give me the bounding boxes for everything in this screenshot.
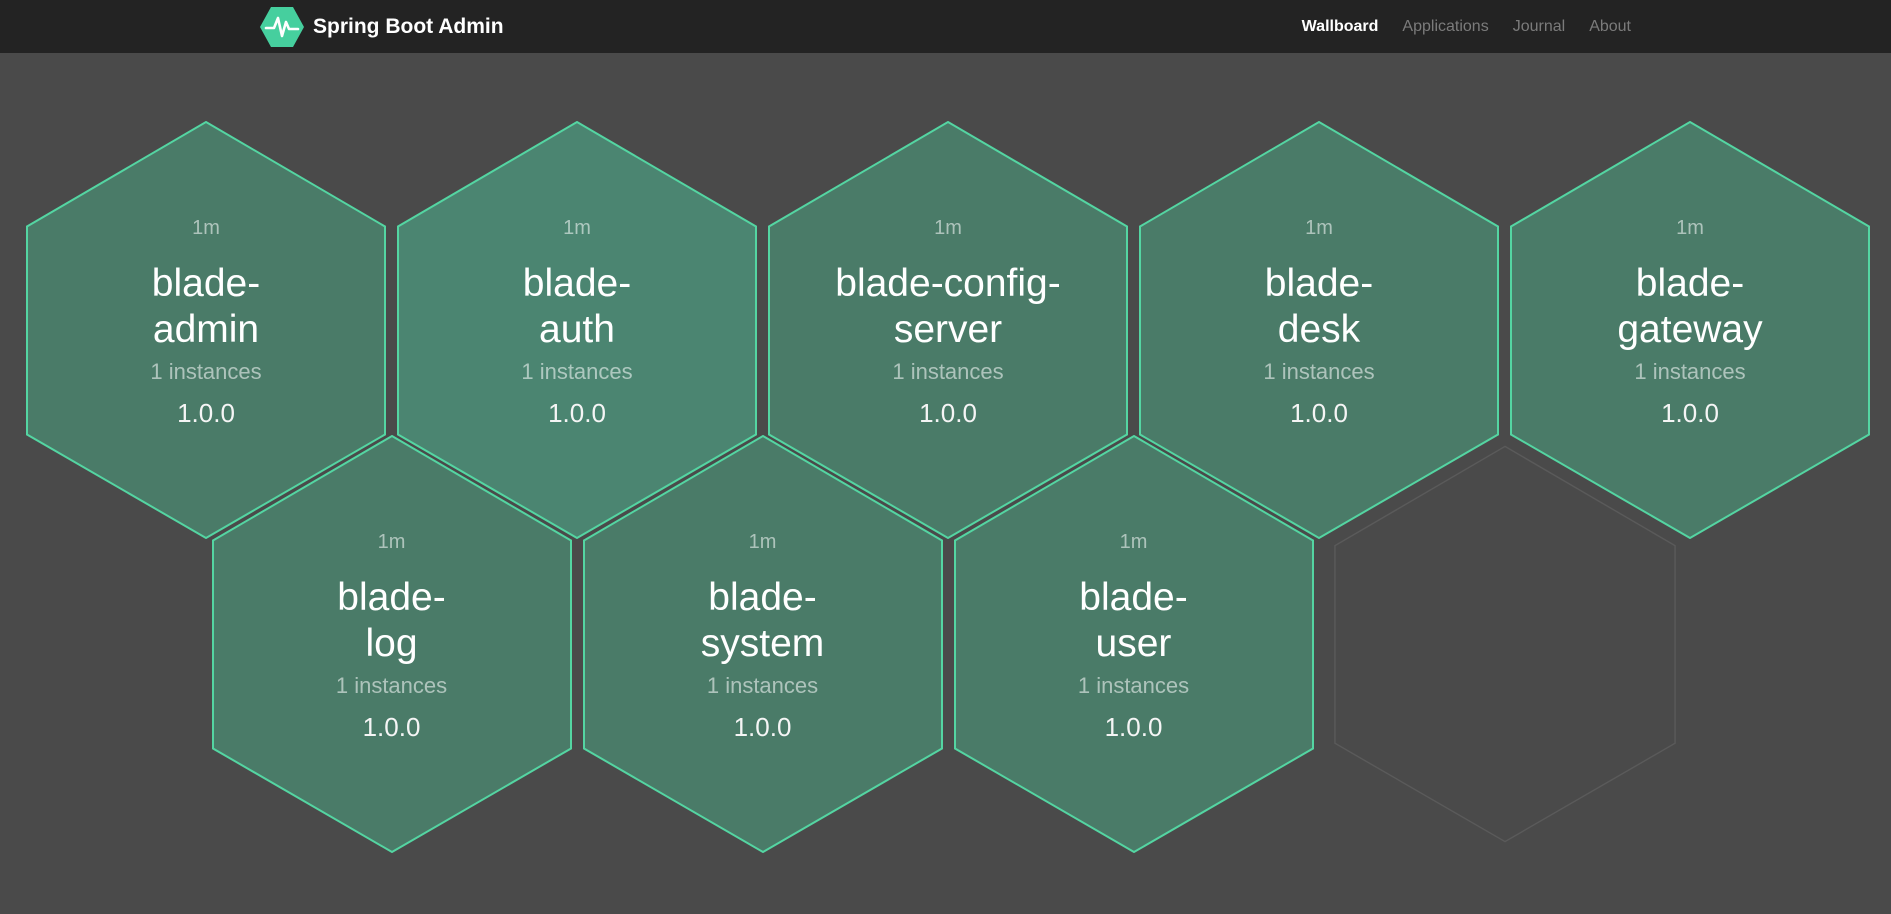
hexagon-blade-gateway[interactable]: 1m blade-gateway 1 instances 1.0.0 [1509, 121, 1871, 539]
nav-item-journal[interactable]: Journal [1512, 17, 1566, 35]
hexagon-uptime: 1m [1676, 217, 1704, 239]
hexagon-uptime: 1m [934, 217, 962, 239]
hexagon-content: 1m blade-log 1 instances 1.0.0 [211, 435, 573, 853]
nav-item-about[interactable]: About [1589, 17, 1631, 35]
hexagon-empty-cell [1333, 445, 1677, 842]
hexagon-uptime: 1m [1119, 530, 1148, 553]
hexagon-name: blade-admin [151, 262, 261, 351]
hexagon-uptime: 1m [748, 530, 777, 553]
hexagon-version: 1.0.0 [1104, 711, 1163, 742]
hexagon-instances: 1 instances [1634, 359, 1746, 384]
hexagon-version: 1.0.0 [362, 711, 421, 742]
brand-link[interactable]: Spring Boot Admin [260, 6, 504, 47]
hexagon-name: blade-desk [1264, 262, 1374, 351]
hexagon-blade-desk[interactable]: 1m blade-desk 1 instances 1.0.0 [1138, 121, 1500, 539]
nav-item-wallboard[interactable]: Wallboard [1301, 17, 1379, 35]
hexagon-version: 1.0.0 [1661, 398, 1719, 428]
hexagon-name: blade-gateway [1617, 262, 1763, 351]
hexagon-uptime: 1m [192, 217, 220, 239]
hexagon-shape [26, 121, 386, 539]
brand-title: Spring Boot Admin [313, 14, 504, 38]
hexagon-uptime: 1m [377, 530, 406, 553]
navbar-inner: Spring Boot Admin Wallboard Applications… [0, 0, 1891, 53]
hexagon-shape [582, 434, 943, 853]
hexagon-content: 1m blade-system 1 instances 1.0.0 [582, 435, 944, 853]
hexagon-instances: 1 instances [892, 359, 1004, 384]
hexagon-uptime: 1m [563, 217, 591, 239]
hexagon-shape [1333, 445, 1676, 842]
hexagon-shape [1139, 121, 1499, 539]
hexagon-instances: 1 instances [521, 359, 633, 384]
hexagon-version: 1.0.0 [1290, 398, 1348, 428]
hexagon-blade-user[interactable]: 1m blade-user 1 instances 1.0.0 [953, 434, 1315, 853]
hexagon-name: blade-config-server [835, 262, 1061, 351]
hexagon-content: 1m blade-config-server 1 instances 1.0.0 [767, 121, 1129, 539]
hexagon-shape [397, 121, 757, 539]
hexagon-shape [211, 434, 572, 853]
hexagon-content: 1m blade-user 1 instances 1.0.0 [953, 435, 1315, 853]
hexagon-name: blade-auth [522, 262, 632, 351]
hexagon-version: 1.0.0 [548, 398, 606, 428]
hexagon-version: 1.0.0 [919, 398, 977, 428]
pulse-hexagon-icon [260, 6, 304, 47]
hexagon-name: blade-log [337, 575, 446, 665]
hexagon-content: 1m blade-admin 1 instances 1.0.0 [25, 121, 387, 539]
hexagon-instances: 1 instances [706, 672, 819, 698]
hexagon-name: blade-user [1079, 575, 1188, 665]
hexagon-shape [1510, 121, 1870, 539]
hexagon-version: 1.0.0 [177, 398, 235, 428]
hexagon-content: 1m blade-desk 1 instances 1.0.0 [1138, 121, 1500, 539]
nav-item-applications[interactable]: Applications [1402, 17, 1489, 35]
hexagon-version: 1.0.0 [733, 711, 792, 742]
hexagon-blade-admin[interactable]: 1m blade-admin 1 instances 1.0.0 [25, 121, 387, 539]
hexagon-shape [953, 434, 1314, 853]
hexagon-name: blade-system [700, 575, 825, 665]
navbar: Spring Boot Admin Wallboard Applications… [0, 0, 1891, 53]
hexagon-instances: 1 instances [335, 672, 448, 698]
hexagon-blade-system[interactable]: 1m blade-system 1 instances 1.0.0 [582, 434, 944, 853]
hexagon-instances: 1 instances [1077, 672, 1190, 698]
hexagon-shape [768, 121, 1128, 539]
hexagon-blade-log[interactable]: 1m blade-log 1 instances 1.0.0 [211, 434, 573, 853]
hexagon-instances: 1 instances [1263, 359, 1375, 384]
hexagon-uptime: 1m [1305, 217, 1333, 239]
hexagon-blade-auth[interactable]: 1m blade-auth 1 instances 1.0.0 [396, 121, 758, 539]
hexagon-blade-config-server[interactable]: 1m blade-config-server 1 instances 1.0.0 [767, 121, 1129, 539]
hexagon-instances: 1 instances [150, 359, 262, 384]
hexagon-content: 1m blade-auth 1 instances 1.0.0 [396, 121, 758, 539]
hexagon-content: 1m blade-gateway 1 instances 1.0.0 [1509, 121, 1871, 539]
nav-links: Wallboard Applications Journal About [1278, 18, 1631, 36]
